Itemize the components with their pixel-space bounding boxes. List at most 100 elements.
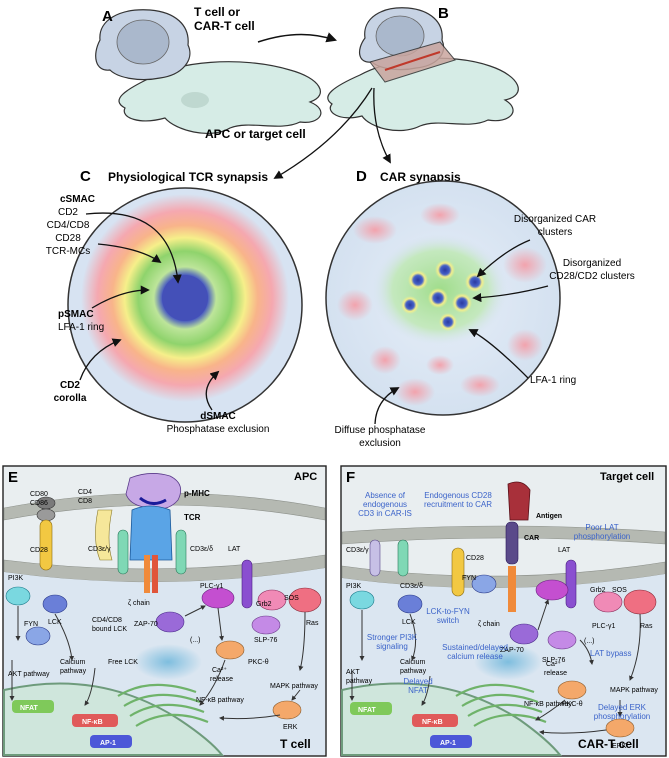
antigen-label: Antigen <box>536 513 562 520</box>
mapk-label-e: MAPK pathway <box>270 683 318 690</box>
cd3ey-label-e: CD3ε/γ <box>88 546 111 553</box>
arrow-psmac <box>91 285 150 309</box>
delayed-nfat-1: Delayed <box>403 677 432 686</box>
cd8-label: CD8 <box>78 498 92 505</box>
cd28-e <box>39 519 53 571</box>
nfat-box-e <box>12 700 54 713</box>
arrow-csmac-2 <box>97 243 162 264</box>
cd4-cd8-e <box>95 509 113 561</box>
pkc-label-f: PKC-θ <box>562 701 583 708</box>
apc-membrane-e <box>3 492 326 521</box>
dsmac-label: dSMAC <box>200 411 236 422</box>
slp76-f <box>547 630 577 650</box>
dsmac-sub: Phosphatase exclusion <box>167 424 270 435</box>
antigen-f <box>507 481 531 521</box>
pi3k-label-e: PI3K <box>8 575 24 582</box>
dis-car-label-1: Disorganized CAR <box>514 214 596 225</box>
diffuse-label-1: Diffuse phosphatase <box>335 425 426 436</box>
tcr-label: TCR <box>184 513 201 522</box>
pmhc-e <box>125 473 182 510</box>
cd3ed-label-f: CD3ε/δ <box>400 583 423 590</box>
nfkb-box-e <box>72 714 118 727</box>
grb2-sos-e <box>257 589 287 611</box>
delayed-nfat-2: NFAT <box>408 686 428 695</box>
lat-f <box>565 559 577 609</box>
grb2-label-f: Grb2 <box>590 587 606 594</box>
tcell-label-e: T cell <box>280 737 311 751</box>
csmac-label: cSMAC <box>60 194 95 205</box>
arrow-diffuse <box>374 387 400 425</box>
car-f <box>505 521 519 612</box>
lck-label-e: LCK <box>48 619 62 626</box>
pi3k-note-1: Stronger PI3K <box>367 633 418 642</box>
plc-f <box>535 579 569 601</box>
car-label: CAR <box>524 535 539 542</box>
car-clusters <box>401 260 485 331</box>
plc-e <box>201 587 235 609</box>
mapk-label-f: MAPK pathway <box>610 687 658 694</box>
erk-f <box>605 718 635 738</box>
panel-d-letter: D <box>356 168 367 185</box>
nfkb-path-label-e: NF-κB pathway <box>196 697 244 704</box>
ca-label-e-2: release <box>210 676 233 683</box>
csmac-item-3: TCR-MCs <box>46 246 90 257</box>
psmac-label: pSMAC <box>58 309 94 320</box>
nfkb-label-f: NF-κB <box>422 719 443 726</box>
panel-a-illustration <box>95 9 322 135</box>
pkc-f <box>557 680 587 700</box>
akt-label-f-1: AKT <box>346 669 360 676</box>
lck-e <box>42 594 68 614</box>
nfat-label-f: NFAT <box>358 707 376 714</box>
panel-e-letter: E <box>8 469 18 486</box>
ca-label-f-1: Ca²⁺ <box>546 661 561 668</box>
note-cd28-1: Endogenous CD28 <box>424 491 492 500</box>
zap70-f <box>509 623 539 645</box>
t-cell-nucleus-a <box>116 19 170 65</box>
switch-2: switch <box>437 616 459 625</box>
nfkb-box-f <box>412 714 458 727</box>
pmhc-label: p-MHC <box>184 489 210 498</box>
arrow-dsmac <box>205 370 220 411</box>
target-label-f: Target cell <box>600 471 654 483</box>
cd28-f <box>451 547 465 597</box>
akt-label-e: AKT pathway <box>8 671 50 678</box>
erk-label-f: ERK <box>612 743 627 750</box>
lat-e <box>241 559 253 609</box>
cd2-label-2: corolla <box>54 393 87 404</box>
note-cd3-2: endogenous <box>363 500 407 509</box>
nfkb-path-label-f: NF-κB pathway <box>524 701 572 708</box>
tcr-synapse-title: Physiological TCR synapsis <box>108 170 268 184</box>
sos-label-f: SOS <box>612 587 627 594</box>
switch-1: LCK-to-FYN <box>426 607 470 616</box>
psmac-sub: LFA-1 ring <box>58 322 104 333</box>
cd4-label: CD4 <box>78 489 92 496</box>
free-lck-label: Free LCK <box>108 659 138 666</box>
arrow-a-to-b <box>257 32 337 43</box>
fyn-label-f: FYN <box>462 575 476 582</box>
delayed-erk-2: phosphorylation <box>594 712 650 721</box>
apc-cell-b <box>327 57 519 132</box>
slp76-label-f: SLP-76 <box>542 657 565 664</box>
zeta-label-f: ζ chain <box>478 621 500 628</box>
csmac-item-2: CD28 <box>55 233 81 244</box>
ca-label-f-2: release <box>544 670 567 677</box>
panel-e <box>2 465 327 757</box>
cd80-label: CD80 <box>30 491 48 498</box>
erk-label-e: ERK <box>283 724 298 731</box>
ap1-label-f: AP-1 <box>440 740 456 747</box>
note-cd3-1: Absence of <box>365 491 406 500</box>
lck-f <box>397 594 423 614</box>
ras-label-e: Ras <box>306 620 319 627</box>
arrow-b-to-c <box>273 87 373 179</box>
dis-car-label-2: clusters <box>538 227 572 238</box>
target-membrane-f <box>341 525 666 545</box>
apc-cell-a <box>118 61 322 135</box>
lfa-label: LFA-1 ring <box>530 375 576 386</box>
cd86-label: CD86 <box>30 500 48 507</box>
note-cd3-3: CD3 in CAR-IS <box>358 509 412 518</box>
phosphatase-patches <box>337 203 547 406</box>
calcium-label-f-1: Calcium <box>400 659 425 666</box>
nfat-label-e: NFAT <box>20 705 38 712</box>
slp76-e <box>251 615 281 635</box>
cd28-label-f: CD28 <box>466 555 484 562</box>
